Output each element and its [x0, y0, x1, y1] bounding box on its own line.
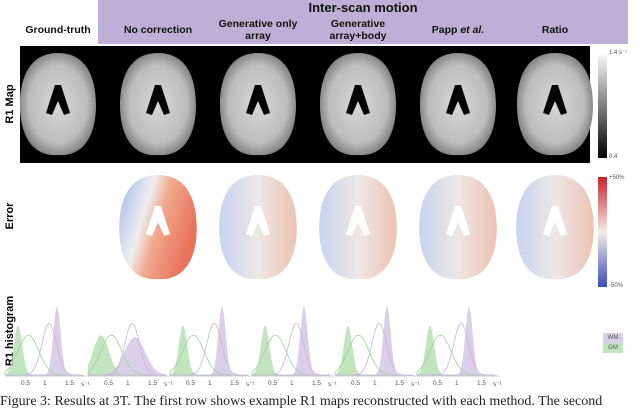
- error-map-brain: [119, 174, 197, 280]
- gm-histogram: [252, 326, 330, 375]
- error-colorbar: [598, 177, 607, 287]
- histogram-tick-label: 0.5: [433, 380, 443, 387]
- wm-fit: [417, 322, 496, 376]
- histogram-tick-label: 1: [290, 380, 294, 387]
- gm-histogram: [417, 326, 495, 375]
- histogram-tick-label: 1.5: [395, 380, 405, 387]
- ventricles: [446, 85, 470, 115]
- r1-map-brain: [517, 53, 593, 156]
- histogram-tick-label: s⁻¹: [328, 381, 337, 388]
- error-map-brain: [419, 174, 497, 280]
- histogram-tick-label: 0.5: [351, 380, 361, 387]
- ventricles: [543, 85, 567, 115]
- gm-histogram: [335, 326, 413, 375]
- ventricles: [146, 206, 170, 236]
- col-generative-only-array: Generative only array: [218, 18, 298, 42]
- papp-etal: et al.: [460, 24, 485, 36]
- histogram-tick-label: 1: [208, 380, 212, 387]
- wm-fit: [88, 322, 167, 376]
- histogram-tick-label: 1.5: [477, 380, 487, 387]
- error-map-brain: [219, 174, 297, 280]
- error-map-brain: [319, 174, 397, 280]
- histogram-tick-label: s⁻¹: [246, 381, 255, 388]
- col-generative-array-body: Generative array+body: [329, 18, 387, 42]
- figure-caption: Figure 3: Results at 3T. The first row s…: [0, 394, 603, 409]
- legend-gm: GM: [603, 343, 623, 353]
- col-no-correction: No correction: [123, 24, 193, 36]
- r1-map-brain: [320, 53, 396, 156]
- histogram-tick-label: 1: [43, 380, 47, 387]
- histogram-tick-label: s⁻¹: [493, 381, 502, 388]
- r1-map-brain: [420, 53, 496, 156]
- ventricles: [346, 85, 370, 115]
- histogram-tick-label: s⁻¹: [411, 381, 420, 388]
- papp-name: Papp: [431, 24, 458, 36]
- gm-histogram: [88, 335, 166, 375]
- ventricles: [246, 85, 270, 115]
- r1-map-brain: [20, 53, 96, 156]
- histogram-tick-label: s⁻¹: [81, 381, 90, 388]
- histogram-tick-label: 1.5: [312, 380, 322, 387]
- wm-fit: [335, 322, 414, 376]
- ventricles: [543, 206, 567, 236]
- r1-map-brain: [220, 53, 296, 156]
- gm-histogram: [170, 326, 248, 375]
- histogram-tick-label: 0.5: [186, 380, 196, 387]
- ventricles: [246, 206, 270, 236]
- wm-fit: [170, 322, 249, 376]
- histogram-tick-label: 1.5: [230, 380, 240, 387]
- wm-fit: [252, 322, 331, 376]
- histogram-tick-label: 1.5: [65, 380, 75, 387]
- col-papp: Papp et al.: [408, 16, 508, 44]
- group-title: Inter-scan motion: [308, 0, 418, 15]
- ventricles: [146, 85, 170, 115]
- legend-wm: WM: [603, 333, 623, 343]
- inter-scan-motion-header: [98, 0, 628, 44]
- histogram-tick-label: s⁻¹: [164, 381, 173, 388]
- histogram-tick-label: 1: [373, 380, 377, 387]
- r1-map-brain: [120, 53, 196, 156]
- ventricles: [46, 85, 70, 115]
- r1-colorbar: [598, 52, 607, 158]
- r1-colorbar-min: 0.4: [609, 154, 618, 160]
- histogram-tick-label: 1.5: [148, 380, 158, 387]
- wm-histogram: [88, 337, 166, 375]
- histogram-tick-label: 0.5: [268, 380, 278, 387]
- col-ground-truth: Ground-truth: [25, 24, 91, 36]
- wm-fit: [5, 322, 84, 376]
- ventricles: [446, 206, 470, 236]
- ventricles: [346, 206, 370, 236]
- error-colorbar-min: -50%: [609, 283, 624, 289]
- r1-colorbar-max: 1.4 s⁻¹: [609, 50, 628, 56]
- col-ratio: Ratio: [541, 24, 569, 36]
- histogram-tick-label: 1: [455, 380, 459, 387]
- error-map-brain: [516, 174, 594, 280]
- gm-histogram: [5, 326, 83, 375]
- histogram-tick-label: 0.5: [21, 380, 31, 387]
- error-colorbar-max: +50%: [609, 175, 625, 181]
- histogram-tick-label: 0.5: [104, 380, 114, 387]
- histogram-tick-label: 1: [126, 380, 130, 387]
